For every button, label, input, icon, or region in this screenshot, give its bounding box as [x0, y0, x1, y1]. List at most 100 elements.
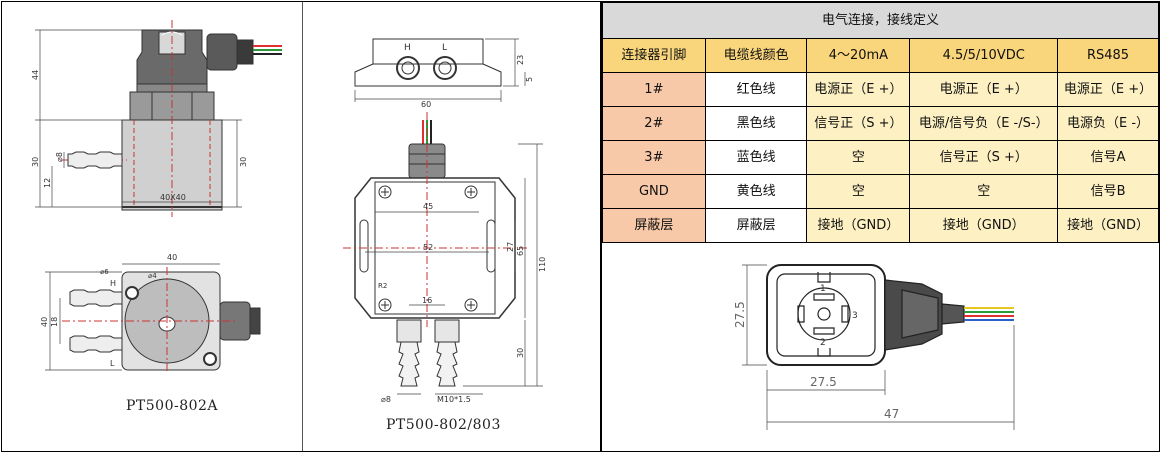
screw-tl	[378, 185, 392, 199]
header-rs485: RS485	[1057, 38, 1159, 73]
dim-27: 27	[506, 242, 515, 252]
table-title-row: 电气连接，接线定义	[602, 2, 1159, 39]
pin-label-2: 2	[820, 338, 826, 348]
fitting-left-barb	[398, 341, 420, 387]
dim-45: 45	[423, 202, 433, 211]
center-pin	[817, 307, 831, 321]
dim-5: 5	[525, 77, 534, 82]
dim-52: 52	[423, 243, 433, 252]
value-cell: 接地（GND）	[806, 208, 911, 243]
mechanical-drawings-panel: 44 30 12 ⌀8 30 40X40 40	[1, 1, 601, 452]
top-barb-h	[69, 289, 123, 307]
cable-jacket	[941, 303, 965, 325]
dimension-lines	[35, 29, 242, 208]
dim-23: 23	[516, 55, 525, 65]
dim-18: 18	[50, 317, 59, 327]
header-vdc: 4.5/5/10VDC	[909, 38, 1059, 73]
port-l	[433, 56, 457, 80]
screw-br	[464, 298, 478, 312]
value-cell: 空	[806, 174, 911, 209]
screw-bl	[378, 298, 392, 312]
color-cell: 黄色线	[704, 174, 808, 209]
dim-12: 12	[43, 178, 52, 188]
small-top-view	[354, 38, 526, 102]
value-cell: 接地（GND）	[1057, 208, 1159, 243]
dim-30-right: 30	[239, 157, 248, 167]
hose-barb	[67, 151, 123, 169]
wiring-definition-table: 电气连接，接线定义 连接器引脚 电缆线颜色 4～20mA 4.5/5/10VDC…	[602, 2, 1159, 243]
value-cell: 信号B	[1057, 174, 1159, 209]
dim-6: ⌀6	[100, 268, 109, 276]
header-cable-color: 电缆线颜色	[704, 38, 808, 73]
dim-h: H	[404, 43, 411, 53]
table-row: 3# 蓝色线 空 信号正（S +） 信号A	[602, 140, 1159, 175]
value-cell: 空	[806, 140, 911, 175]
header-pin: 连接器引脚	[602, 38, 706, 73]
dim-r2: R2	[378, 282, 387, 290]
pin-label-1: 1	[820, 284, 826, 294]
dim-8-main: ⌀8	[381, 395, 391, 404]
connector-dimensions	[742, 264, 1015, 430]
value-cell: 电源负（E -）	[1057, 106, 1159, 141]
slot-right	[486, 219, 496, 273]
value-cell: 电源正（E +）	[909, 72, 1059, 107]
pin-cell: GND	[602, 174, 706, 209]
dim-40-left: 40	[40, 317, 49, 327]
dim-40-top: 40	[167, 253, 177, 262]
dim-27-5-horizontal: 27.5	[810, 375, 837, 389]
cable-gland	[206, 33, 282, 71]
caption-pt500-802a: PT500-802A	[126, 398, 219, 414]
table-row: 2# 黑色线 信号正（S +） 电源/信号负（E -/S-） 电源负（E -）	[602, 106, 1159, 141]
value-cell: 信号A	[1057, 140, 1159, 175]
dim-16: 16	[422, 296, 432, 305]
pin-label-3: 3	[852, 311, 858, 321]
top-screw-h	[125, 286, 139, 300]
top-view	[45, 263, 261, 374]
table-row: 1# 红色线 电源正（E +） 电源正（E +） 电源正（E +）	[602, 72, 1159, 107]
port-h	[396, 56, 420, 80]
dim-4: ⌀4	[148, 272, 157, 280]
color-cell: 蓝色线	[704, 140, 808, 175]
connector-shell	[766, 264, 886, 366]
dim-8: ⌀8	[55, 152, 64, 162]
connector-wires	[964, 307, 1014, 321]
table-row: GND 黄色线 空 空 信号B	[602, 174, 1159, 209]
dim-27-5-vertical: 27.5	[733, 301, 747, 328]
dim-47: 47	[884, 407, 899, 421]
pin-3-contact	[841, 305, 849, 323]
pin-cell: 3#	[602, 140, 706, 175]
main-view	[343, 112, 543, 395]
screw-tr	[464, 185, 478, 199]
dim-110: 110	[538, 257, 547, 272]
value-cell: 接地（GND）	[909, 208, 1059, 243]
label-l: L	[110, 359, 115, 368]
value-cell: 信号正（S +）	[806, 106, 911, 141]
fitting-left-hex	[396, 319, 422, 343]
value-cell: 电源正（E +）	[1057, 72, 1159, 107]
caption-pt500-802-803: PT500-802/803	[386, 417, 501, 433]
pin-1-contact	[813, 293, 835, 301]
wiring-panel: 电气连接，接线定义 连接器引脚 电缆线颜色 4～20mA 4.5/5/10VDC…	[601, 1, 1160, 452]
connector-drawing: 27.5 27.5 47 1 2 3	[733, 264, 1015, 430]
header-4-20ma: 4～20mA	[806, 38, 911, 73]
dim-60: 60	[421, 100, 431, 109]
table-header-row: 连接器引脚 电缆线颜色 4～20mA 4.5/5/10VDC RS485	[602, 38, 1159, 73]
pt500-802-803-drawing: H L 60 23 5	[343, 38, 547, 404]
pin-cell: 2#	[602, 106, 706, 141]
ground-contact	[797, 305, 805, 323]
dim-65: 65	[516, 246, 525, 256]
panel-divider	[302, 2, 303, 451]
top-screw-l	[203, 352, 217, 366]
dim-m10: M10*1.5	[437, 395, 471, 404]
label-h: H	[110, 279, 116, 288]
pin-cell: 屏蔽层	[602, 208, 706, 243]
dim-l: L	[442, 43, 447, 53]
pin-cell: 1#	[602, 72, 706, 107]
table-title: 电气连接，接线定义	[602, 2, 1159, 39]
fitting-right-hex	[434, 319, 460, 343]
value-cell: 信号正（S +）	[909, 140, 1059, 175]
color-cell: 屏蔽层	[704, 208, 808, 243]
dim-30-main: 30	[516, 348, 525, 358]
value-cell: 空	[909, 174, 1059, 209]
dim-40x40: 40X40	[160, 193, 186, 202]
